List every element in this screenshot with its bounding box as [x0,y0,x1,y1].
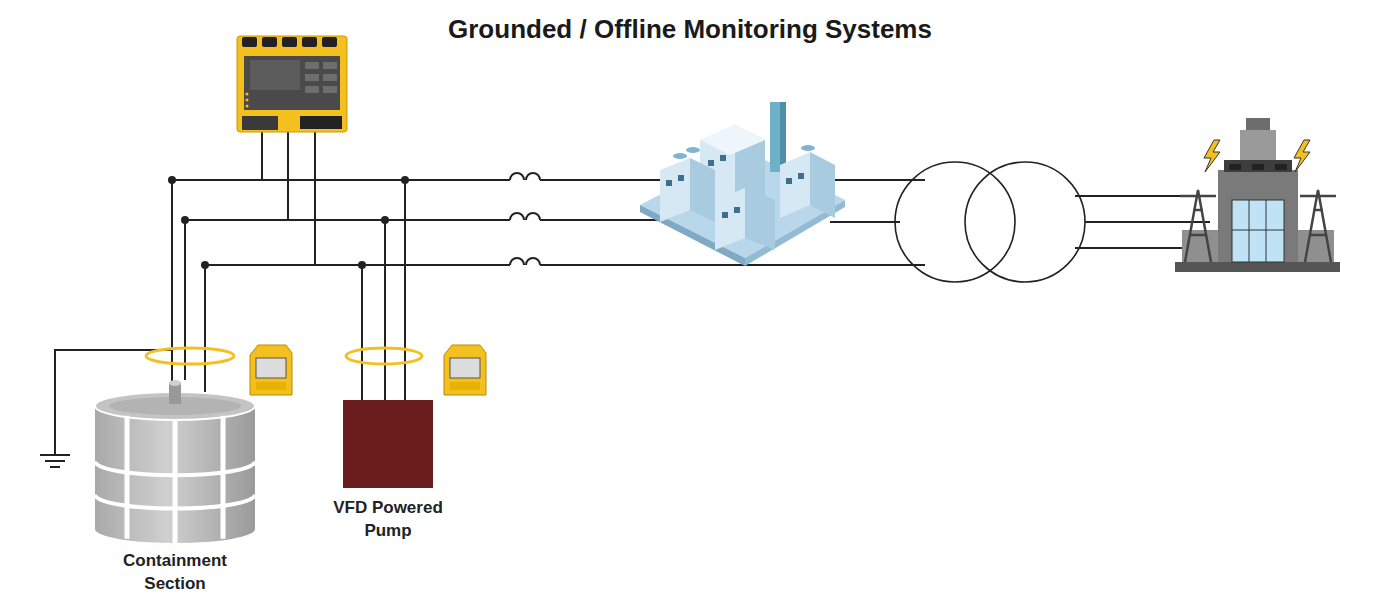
transformer-symbol [895,162,1085,282]
junction-dots [168,176,409,269]
factory-illustration [640,102,845,266]
insulation-monitor [237,36,347,132]
pump-box: VFD Powered Pump [343,400,433,488]
node-label: VFD Powered Pump [323,496,453,542]
residual-current-monitor [250,345,486,395]
containment-tank: Containment Section [95,378,255,543]
node-label: Containment Section [100,549,250,595]
power-plant-illustration [1175,118,1340,272]
bus-wires [40,132,1210,467]
tank-outline [95,378,255,543]
diagram-title: Grounded / Offline Monitoring Systems [0,14,1380,45]
